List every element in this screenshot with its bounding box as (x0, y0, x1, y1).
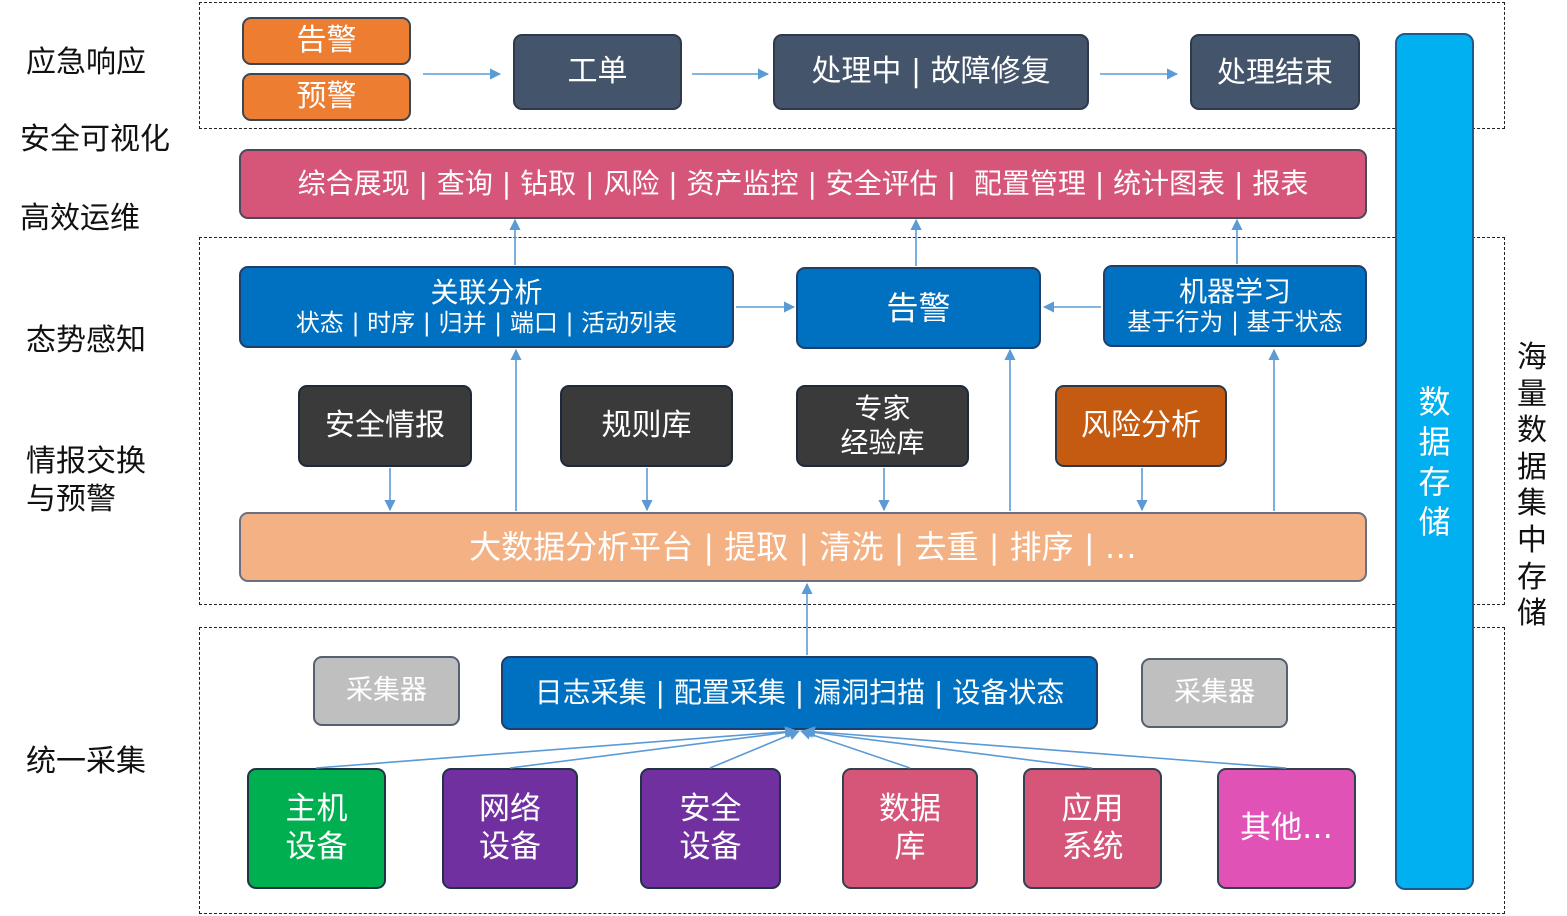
layer-label-emergency: 应急响应 (26, 45, 146, 80)
layer-label-intel-1: 情报交换 (26, 444, 146, 479)
data-storage-bar: 数据存储 (1395, 33, 1474, 890)
processing-box: 处理中 | 故障修复 (773, 34, 1089, 110)
arrow-database-collection (799, 728, 911, 769)
layer-label-collect: 统一采集 (26, 744, 146, 779)
storage-side-label: 海量数据 集中存储 (1517, 340, 1547, 632)
layer-label-awareness: 态势感知 (26, 323, 146, 358)
arrow-network-collection (509, 726, 799, 769)
ticket-box: 工单 (513, 34, 682, 110)
visual-bar: 综合展现 | 查询 | 钻取 | 风险 | 资产监控 | 安全评估 | 配置管理… (239, 149, 1367, 219)
alert-box: 告警 (796, 267, 1041, 349)
arrow-host-collection (315, 726, 797, 769)
correlation-sub: 状态 | 时序 | 归并 | 端口 | 活动列表 (295, 309, 678, 338)
ml-box: 机器学习 基于行为 | 基于状态 (1103, 265, 1367, 347)
layer-label-visual: 安全可视化 (20, 122, 170, 157)
warning-box: 预警 (242, 73, 411, 121)
platform-bar: 大数据分析平台 | 提取 | 清洗 | 去重 | 排序 | … (239, 512, 1367, 582)
analysis-frame (199, 237, 1505, 605)
emergency-frame (199, 2, 1505, 129)
layer-label-ops: 高效运维 (20, 201, 140, 236)
source-network: 网络设备 (442, 768, 578, 889)
source-other: 其他… (1217, 768, 1356, 889)
collection-methods-box: 日志采集 | 配置采集 | 漏洞扫描 | 设备状态 (501, 656, 1098, 730)
correlation-box: 关联分析 状态 | 时序 | 归并 | 端口 | 活动列表 (239, 266, 734, 348)
ml-title: 机器学习 (1178, 274, 1291, 308)
arrow-security-collection (709, 729, 801, 769)
arrow-application-collection (801, 726, 1093, 769)
source-database: 数据库 (842, 768, 978, 889)
source-application: 应用系统 (1023, 768, 1162, 889)
correlation-title: 关联分析 (430, 275, 543, 309)
source-host: 主机设备 (247, 768, 386, 889)
collection-frame (199, 627, 1505, 914)
risk-box: 风险分析 (1055, 385, 1227, 467)
collector-left-box: 采集器 (313, 656, 460, 726)
storage-text: 数据存储 (1418, 382, 1451, 541)
ml-sub: 基于行为 | 基于状态 (1127, 308, 1343, 337)
rules-box: 规则库 (560, 385, 733, 467)
security-intel-box: 安全情报 (298, 385, 472, 467)
arrow-other-collection (803, 726, 1287, 769)
source-security: 安全设备 (640, 768, 781, 889)
collector-right-box: 采集器 (1141, 658, 1288, 728)
alarm-box: 告警 (242, 17, 411, 65)
expert-box: 专家经验库 (796, 385, 969, 467)
layer-label-intel-2: 与预警 (26, 482, 116, 517)
done-box: 处理结束 (1190, 34, 1360, 110)
